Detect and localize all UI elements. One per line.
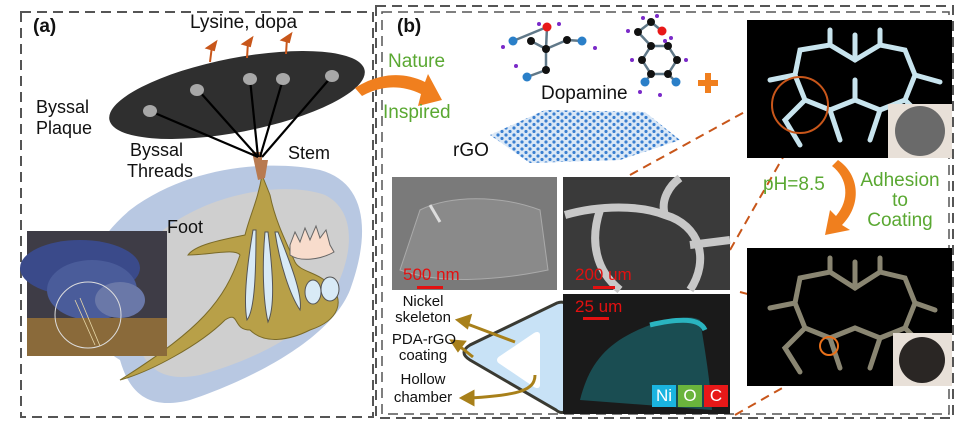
plus-icon — [698, 73, 718, 93]
cross-section-diagram — [449, 300, 570, 414]
byssal-plaque-label-line2: Plaque — [36, 118, 93, 138]
eds-legend-o: O — [678, 385, 702, 407]
sem-foam-image — [563, 174, 731, 294]
uncoated-foam-image — [747, 20, 952, 158]
adhesion-label-line3: Coating — [867, 210, 933, 231]
foot-label: Foot — [167, 217, 204, 237]
scalebar-25um: 25 um — [575, 297, 623, 316]
panel-b-outer-border — [375, 5, 954, 419]
nickel-skeleton-label-line1: Nickel — [402, 293, 444, 310]
panel-a-label: (a) — [33, 16, 57, 37]
nature-label: Nature — [388, 51, 446, 72]
gill-lobe-1 — [245, 229, 257, 322]
dopamine-label: Dopamine — [541, 83, 628, 104]
scalebar-500nm: 500 nm — [403, 265, 460, 284]
rgo-sheet — [490, 110, 680, 163]
lysine-atoms — [501, 22, 597, 82]
adhesion-arrow — [825, 160, 856, 235]
gill-lobe-4 — [304, 279, 322, 305]
highlight-circle — [771, 76, 829, 134]
coated-sample-disc — [899, 337, 945, 383]
gill-lobe-3 — [274, 231, 301, 312]
eds-legend-c: C — [704, 385, 728, 407]
stem-label: Stem — [288, 143, 331, 163]
pda-rgo-coating-label-line1: PDA-rGO — [391, 331, 457, 348]
byssal-threads-label-line1: Byssal — [130, 140, 184, 160]
panel-a-border — [20, 11, 374, 418]
mussel-photo — [20, 231, 167, 356]
scalebar-200um: 200 um — [575, 265, 632, 284]
inspired-label: Inspired — [383, 102, 451, 123]
byssal-plaque — [109, 51, 365, 139]
coated-foam-image — [747, 248, 952, 386]
attachment-dots — [143, 70, 339, 117]
byssal-plaque-label-line1: Byssal — [36, 97, 90, 117]
byssal-threads — [149, 75, 333, 159]
ph-label: pH=8.5 — [763, 174, 825, 195]
rgo-label: rGO — [453, 140, 489, 161]
pda-rgo-coating-label-line2: coating — [398, 347, 448, 364]
dopamine-atoms — [626, 14, 688, 97]
nickel-skeleton-label-line2: skeleton — [395, 309, 451, 326]
adhesion-label-line2: to — [892, 190, 908, 211]
nature-inspired-arrow — [355, 74, 442, 106]
sem-eds-image — [563, 294, 730, 414]
pink-frill — [289, 224, 335, 260]
coated-highlight-circle — [819, 336, 839, 356]
mussel-foot — [119, 173, 339, 381]
eds-legend-ni: Ni — [652, 385, 676, 407]
hollow-chamber-label-line2: chamber — [393, 389, 453, 406]
hollow-chamber-label-line1: Hollow — [400, 371, 446, 388]
byssal-stem — [252, 152, 268, 180]
adhesion-label-line1: Adhesion — [860, 170, 940, 191]
sem-rgo-image — [392, 177, 557, 290]
panel-b-label: (b) — [397, 16, 422, 37]
release-arrows — [204, 31, 293, 63]
uncoated-sample-disc — [895, 106, 945, 156]
gill-lobe-2 — [262, 231, 274, 324]
lysine-dopa-label: Lysine, dopa — [190, 12, 298, 33]
byssal-threads-label-line2: Threads — [127, 161, 194, 181]
gill-lobe-5 — [320, 276, 340, 302]
